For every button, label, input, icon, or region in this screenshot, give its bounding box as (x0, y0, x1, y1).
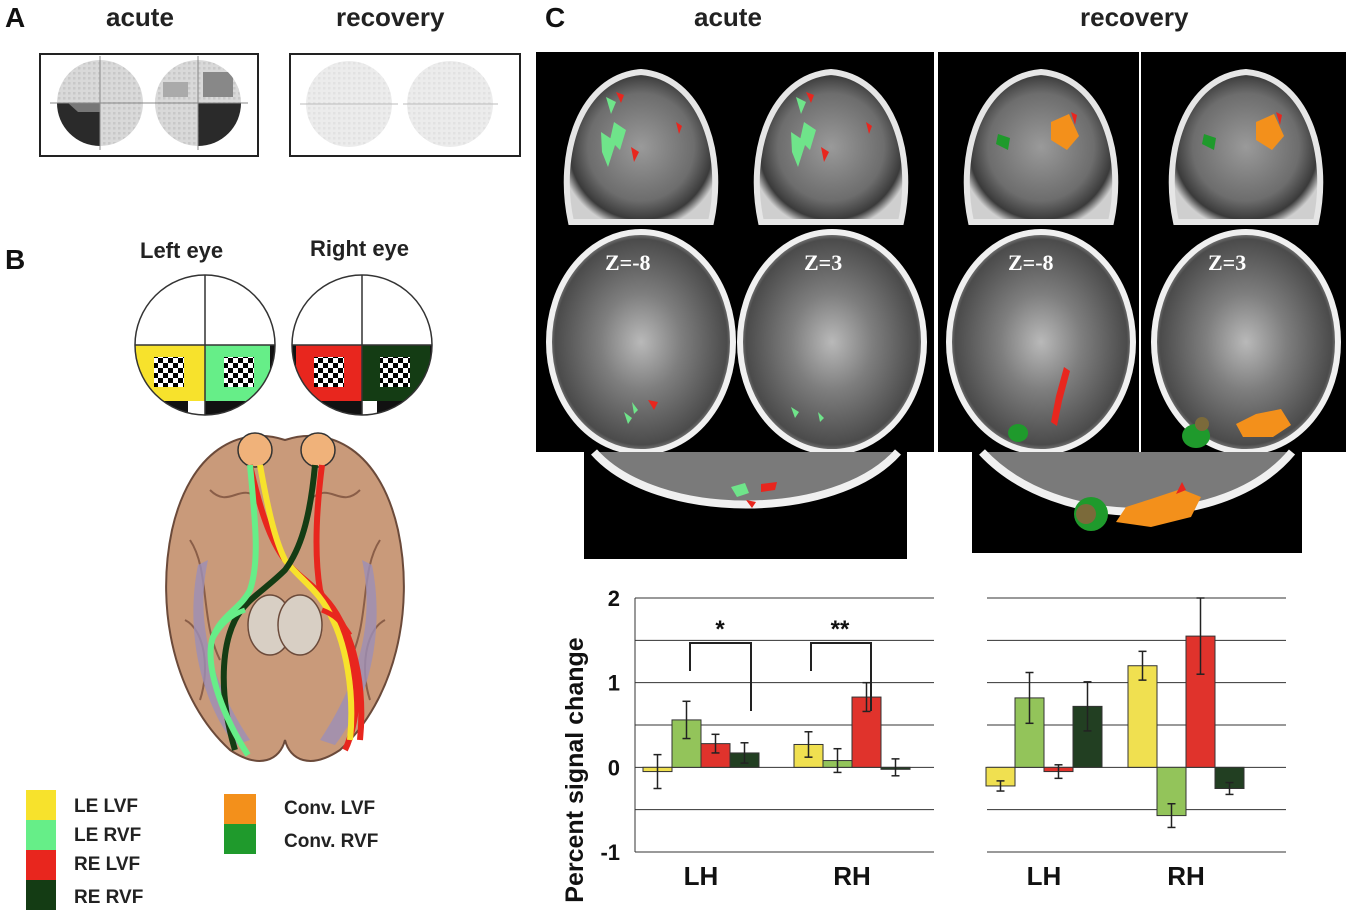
legend-label-le-rvf: LE RVF (74, 825, 142, 846)
axial-slice-recovery-z3 (1151, 229, 1341, 455)
legend-swatch-re-rvf (26, 880, 56, 910)
right-eyeball-icon (300, 432, 336, 468)
bar (1072, 705, 1103, 768)
legend-swatch-re-lvf (26, 850, 56, 880)
legend-swatch-le-rvf (26, 820, 56, 850)
slice-label-acute-z3: Z=3 (804, 250, 843, 275)
slice-label-recovery-z-8: Z=-8 (1008, 250, 1054, 275)
legend-label-conv-lvf: Conv. LVF (284, 798, 376, 819)
left-eye-label: Left eye (140, 238, 224, 263)
legend-label-re-rvf: RE RVF (74, 887, 144, 908)
y-tick-label: 2 (608, 586, 620, 611)
checkerboard-icon (314, 357, 344, 387)
y-tick-label: -1 (600, 840, 620, 865)
right-eye-field (292, 275, 432, 415)
panel-a-acute-title: acute (106, 2, 174, 32)
panel-b-letter: B (5, 244, 26, 275)
bar (1156, 766, 1187, 817)
legend-swatch-conv-lvf (224, 794, 256, 824)
y-tick-label: 0 (608, 755, 620, 780)
coronal-slice-recovery-1 (963, 68, 1119, 225)
visual-field-maps (39, 53, 521, 157)
category-label: LH (1027, 861, 1062, 891)
zoomed-slice-acute (591, 449, 901, 509)
bar (1185, 635, 1216, 768)
category-label: LH (684, 861, 719, 891)
axial-slice-recovery-z-8 (946, 229, 1136, 455)
zoomed-slice-recovery (979, 449, 1296, 531)
coronal-slice-acute-1 (563, 68, 719, 225)
right-eye-label: Right eye (310, 236, 410, 261)
bar (1127, 665, 1158, 768)
category-label: RH (1167, 861, 1205, 891)
fmri-activation-maps (536, 52, 1346, 559)
panel-a-recovery-title: recovery (336, 2, 445, 32)
legend-label-conv-rvf: Conv. RVF (284, 831, 379, 852)
coronal-slice-acute-2 (753, 68, 909, 225)
panel-c-acute-title: acute (694, 2, 762, 32)
significance-bracket (689, 642, 752, 711)
brain-visual-pathway-illustration (165, 432, 405, 762)
checkerboard-icon (380, 357, 410, 387)
slice-label-acute-z-8: Z=-8 (605, 250, 651, 275)
slice-label-recovery-z3: Z=3 (1208, 250, 1247, 275)
significance-marker: ** (831, 616, 850, 643)
significance-marker: * (715, 616, 725, 643)
color-legend: LE LVF LE RVF RE LVF RE RVF Conv. LVF Co… (26, 790, 446, 920)
legend-label-re-lvf: RE LVF (74, 854, 141, 875)
coronal-slice-recovery-2 (1168, 68, 1324, 225)
panel-a-letter: A (5, 2, 26, 33)
y-axis-label: Percent signal change (561, 637, 589, 902)
legend-swatch-le-lvf (26, 790, 56, 820)
legend-label-le-lvf: LE LVF (74, 796, 139, 817)
left-eye-field (135, 275, 275, 415)
panel-c-recovery-title: recovery (1080, 2, 1189, 32)
legend-swatch-conv-rvf (224, 824, 256, 854)
checkerboard-icon (224, 357, 254, 387)
y-tick-label: 1 (608, 671, 620, 696)
panel-c-letter: C (545, 2, 566, 33)
significance-bracket (810, 642, 872, 711)
left-eyeball-icon (237, 432, 273, 468)
eye-stimulus-diagram (134, 274, 433, 416)
category-label: RH (833, 861, 871, 891)
checkerboard-icon (154, 357, 184, 387)
